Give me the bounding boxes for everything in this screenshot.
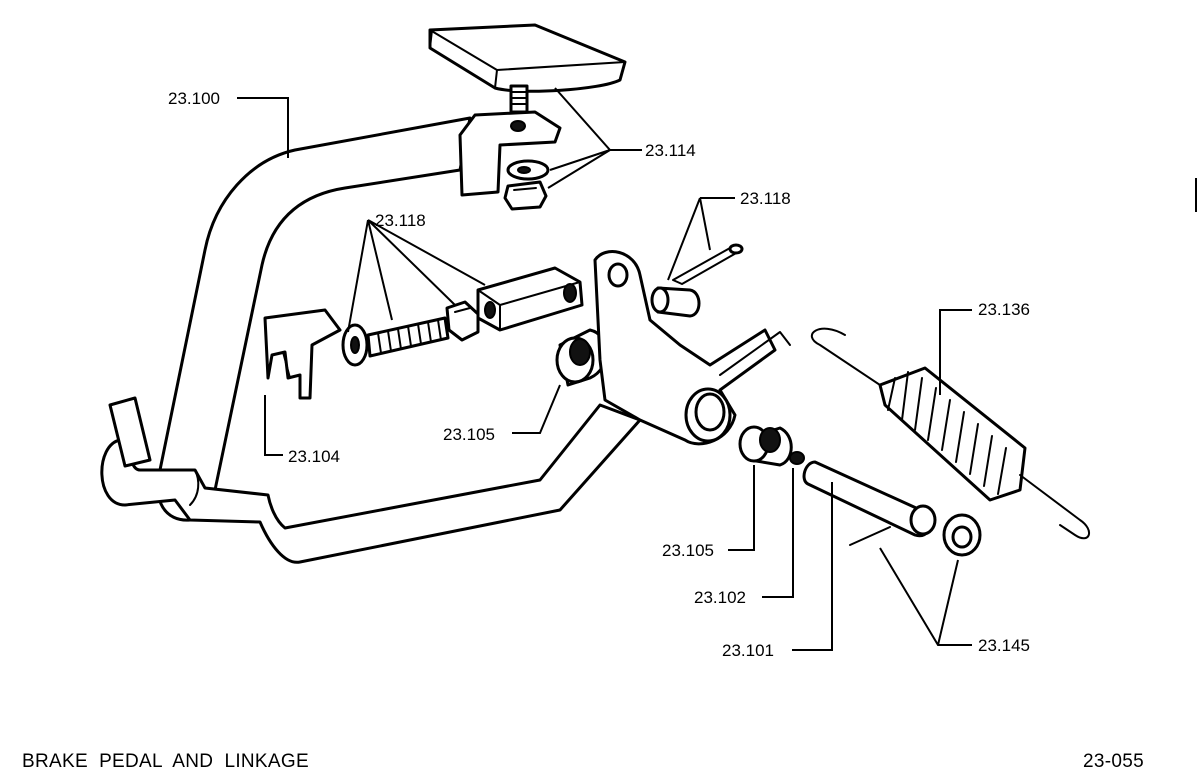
pedal-arm-tube (100, 116, 642, 564)
label-23-104: 23.104 (288, 447, 340, 466)
bushing-upper (555, 328, 608, 387)
shaft-washer (942, 513, 982, 557)
part-labels: 23.100 23.114 23.118 23.118 23.136 23.10… (168, 89, 1030, 660)
label-23-102: 23.102 (694, 588, 746, 607)
figure-number: 23-055 (1083, 751, 1144, 772)
pedal-lever-casting (593, 250, 791, 446)
label-23-136: 23.136 (978, 300, 1030, 319)
label-23-105-lower: 23.105 (662, 541, 714, 560)
label-23-114: 23.114 (645, 141, 696, 160)
label-23-145: 23.145 (978, 636, 1030, 655)
label-23-118-left: 23.118 (375, 211, 426, 230)
bushing-lower (738, 425, 793, 467)
pedal-pad-assembly (428, 23, 627, 211)
diagram-caption: BRAKE PEDAL AND LINKAGE (22, 751, 309, 772)
leader-lines (237, 87, 972, 651)
grease-fitting (789, 451, 805, 465)
pivot-shaft (802, 460, 937, 538)
label-23-101: 23.101 (722, 641, 774, 660)
threaded-stud (509, 84, 529, 114)
label-23-118-right: 23.118 (740, 189, 791, 208)
label-23-105-upper: 23.105 (443, 425, 495, 444)
return-spring (811, 327, 1090, 540)
clevis-rod-assembly (263, 266, 584, 400)
label-23-100: 23.100 (168, 89, 220, 108)
clevis-pin (650, 243, 744, 318)
roll-pin (849, 526, 891, 546)
